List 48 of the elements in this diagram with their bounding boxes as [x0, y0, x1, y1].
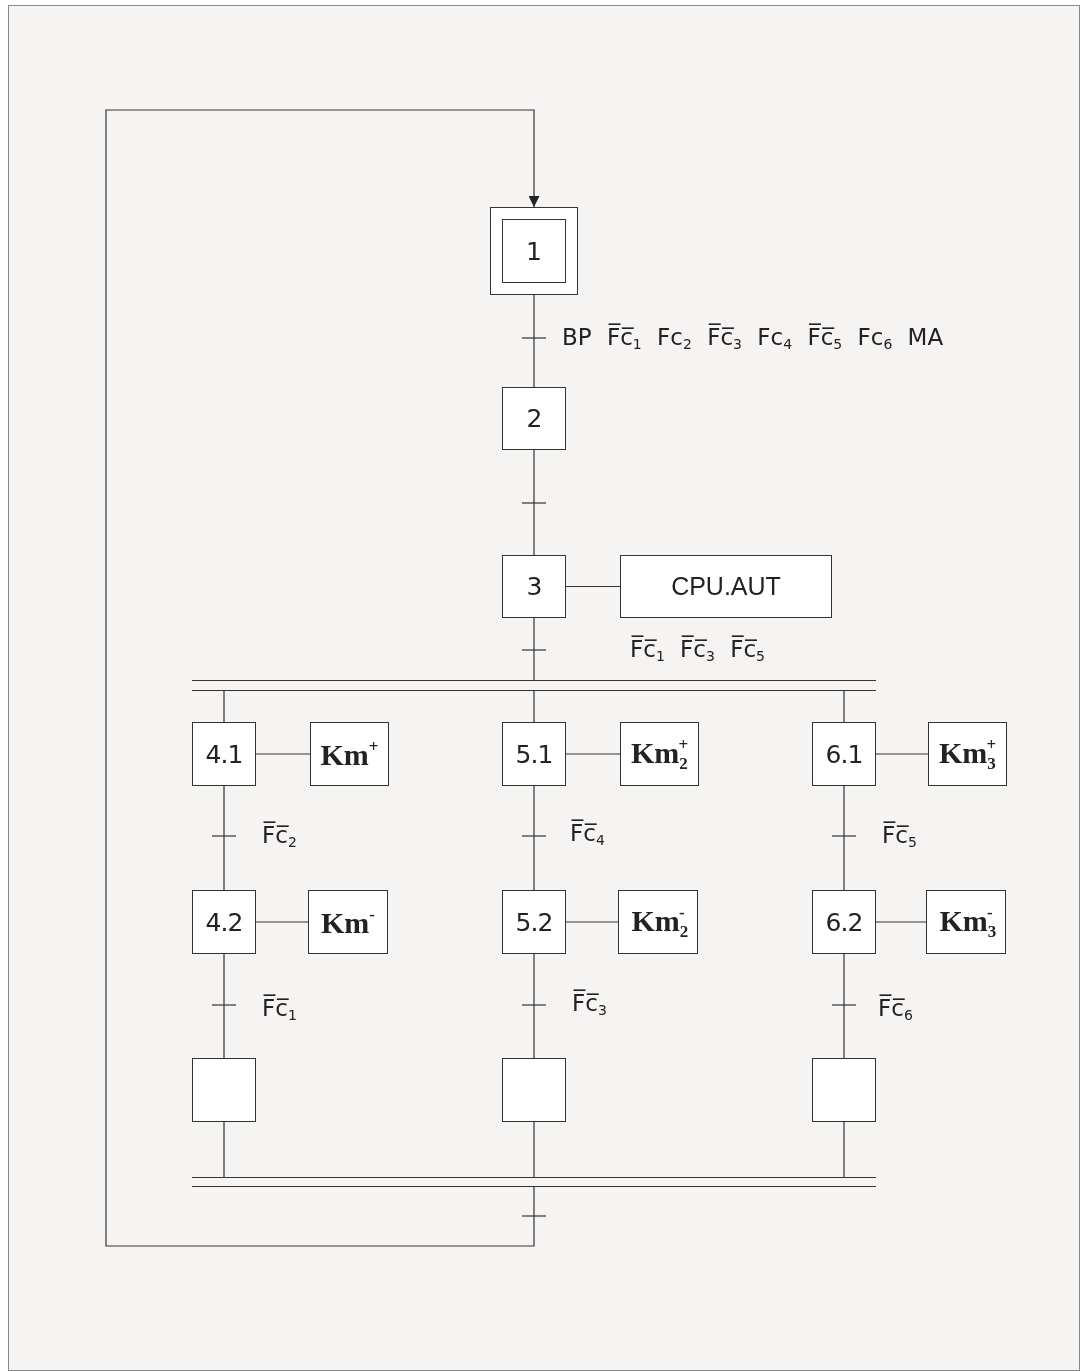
link-line	[223, 953, 225, 1059]
transition-condition: BP F̅c̅$_{1}$ Fc$_{2}$ F̅c̅$_{3}$ Fc$_{4}$ F̅c̅$_{5}$ Fc$_{6}$ MA	[562, 324, 944, 353]
link-line	[843, 785, 845, 891]
link-line	[533, 617, 535, 681]
transition-condition: F̅c̅$_{6}$	[878, 995, 913, 1024]
link-line	[843, 953, 845, 1059]
link-line	[565, 585, 621, 588]
transition-condition: F̅c̅$_{3}$	[572, 990, 607, 1019]
step-box: 5.2	[502, 890, 566, 954]
link-line	[843, 1121, 845, 1178]
parallel-bar	[192, 1177, 876, 1187]
empty-step-box	[192, 1058, 256, 1122]
link-line	[565, 753, 621, 755]
link-line	[875, 921, 927, 923]
link-line	[533, 690, 535, 723]
transition-condition: F̅c̅$_{1}$	[262, 995, 297, 1024]
link-line	[223, 785, 225, 891]
action-box: Km$^{-}$	[308, 890, 388, 954]
action-box: CPU.AUT	[620, 555, 832, 618]
link-line	[533, 294, 535, 388]
link-line	[223, 690, 225, 723]
link-line	[843, 690, 845, 723]
transition-condition: F̅c̅$_{5}$	[882, 822, 917, 851]
link-line	[255, 921, 309, 923]
link-line	[565, 921, 619, 923]
parallel-bar	[192, 680, 876, 691]
step-box: 6.1	[812, 722, 876, 786]
transition-condition: F̅c̅$_{4}$	[570, 820, 605, 849]
step-box: 4.1	[192, 722, 256, 786]
action-box: Km$^{+}$	[310, 722, 389, 786]
return-arrow	[105, 109, 540, 1247]
link-line	[533, 785, 535, 891]
transition-condition: F̅c̅$_{1}$ F̅c̅$_{3}$ F̅c̅$_{5}$	[630, 636, 765, 665]
step-box: 6.2	[812, 890, 876, 954]
initial-step-box: 1	[490, 207, 578, 295]
step-box: 4.2	[192, 890, 256, 954]
empty-step-box	[812, 1058, 876, 1122]
step-box: 3	[502, 555, 566, 618]
transition-condition: F̅c̅$_{2}$	[262, 822, 297, 851]
link-line	[533, 449, 535, 556]
link-line	[255, 753, 311, 755]
link-line	[533, 1121, 535, 1178]
step-box: 2	[502, 387, 566, 450]
step-box: 5.1	[502, 722, 566, 786]
link-line	[223, 1121, 225, 1178]
link-line	[875, 753, 929, 755]
empty-step-box	[502, 1058, 566, 1122]
link-line	[533, 953, 535, 1059]
